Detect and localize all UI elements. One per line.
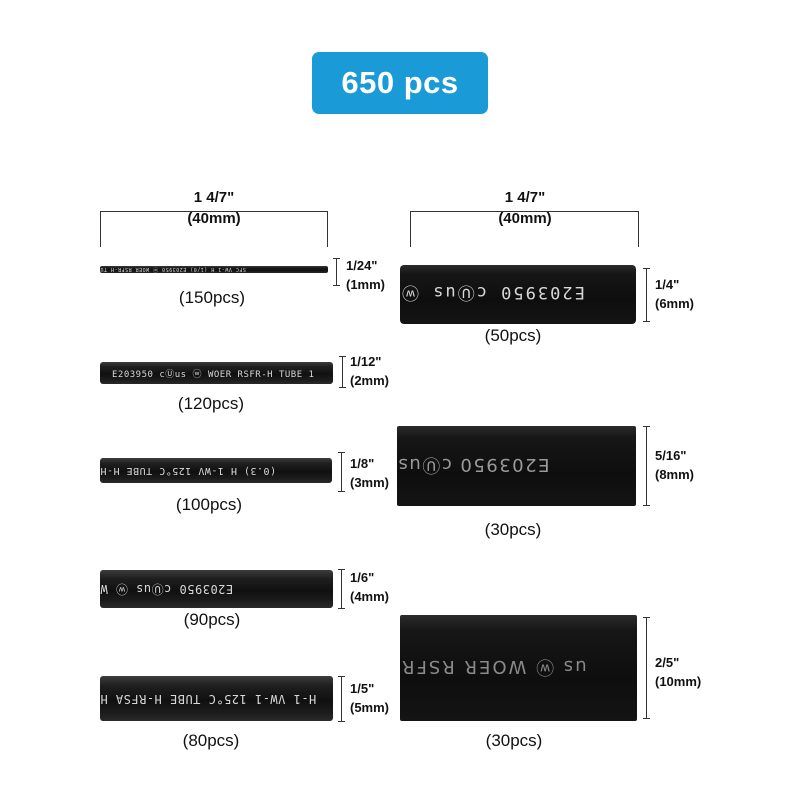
tube-1mm: SFC VW-1 H (1/0) E203950 ⓦ WOER RSFR-H T…	[100, 266, 328, 273]
tube-8mm: E203950 cⓊus	[397, 426, 636, 506]
right-length-bracket	[410, 211, 639, 247]
tube-1mm-size-mm: (1mm)	[346, 277, 386, 292]
tube-4mm-size-label: 1/6" (4mm)	[350, 568, 389, 606]
right-length-label: 1 4/7" (40mm)	[425, 187, 625, 229]
tube-10mm-count: (30pcs)	[485, 731, 543, 750]
tube-5mm-size-label: 1/5" (5mm)	[350, 679, 389, 717]
tube-3mm-size-brace	[338, 452, 345, 492]
left-length-mm: (40mm)	[187, 210, 241, 227]
left-length-in: 1 4/7"	[193, 189, 235, 206]
tube-3mm-count: (100pcs)	[175, 495, 243, 514]
tube-6mm-print: E203950 cⓊus ⓦ	[400, 282, 585, 302]
tube-2mm-count: (120pcs)	[177, 394, 245, 413]
tube-1mm-count: (150pcs)	[178, 288, 246, 307]
tube-6mm: E203950 cⓊus ⓦ	[400, 265, 636, 324]
tube-3mm-size-mm: (3mm)	[350, 475, 390, 490]
left-length-bracket	[100, 211, 328, 247]
tube-8mm-size-label: 5/16" (8mm)	[655, 446, 694, 484]
tube-8mm-count: (30pcs)	[484, 520, 542, 539]
tube-8mm-size-brace	[643, 426, 650, 506]
tube-4mm-print: E203950 cⓊus ⓦ W	[100, 581, 234, 596]
tube-3mm-print: (0.3) H 1-WV 125°C TUBE H-H	[100, 465, 277, 476]
tube-8mm-print: E203950 cⓊus	[397, 454, 550, 475]
tube-5mm-size-in: 1/5"	[350, 681, 375, 696]
tube-2mm: E203950 cⓊus ⓦ WOER RSFR-H TUBE 1	[100, 362, 333, 384]
tube-10mm-size-brace	[643, 617, 650, 719]
pcs-total-badge: 650 pcs	[312, 52, 488, 114]
tube-10mm-print: us ⓦ WOER RSFR	[400, 656, 587, 677]
tube-10mm: us ⓦ WOER RSFR	[400, 615, 637, 721]
tube-3mm: (0.3) H 1-WV 125°C TUBE H-H	[100, 458, 332, 483]
tube-10mm-size-label: 2/5" (10mm)	[655, 653, 701, 691]
tube-1mm-size-brace	[333, 258, 340, 286]
tube-4mm: E203950 cⓊus ⓦ W	[100, 570, 333, 608]
tube-6mm-size-mm: (6mm)	[655, 296, 695, 311]
tube-4mm-size-brace	[338, 569, 345, 609]
tube-5mm-count: (80pcs)	[182, 731, 240, 750]
tube-8mm-size-in: 5/16"	[655, 448, 687, 463]
tube-5mm-print: H-1 VW-1 125°C TUBE H-RFSA H	[100, 691, 317, 706]
tube-6mm-count: (50pcs)	[484, 326, 542, 345]
tube-5mm-size-brace	[338, 676, 345, 722]
tube-5mm: H-1 VW-1 125°C TUBE H-RFSA H	[100, 676, 333, 721]
tube-10mm-size-in: 2/5"	[655, 655, 680, 670]
right-length-mm: (40mm)	[498, 210, 552, 227]
left-length-label: 1 4/7" (40mm)	[114, 187, 314, 229]
tube-10mm-size-mm: (10mm)	[655, 674, 702, 689]
tube-4mm-count: (90pcs)	[183, 610, 241, 629]
tube-6mm-size-brace	[643, 268, 650, 322]
tube-6mm-size-in: 1/4"	[655, 277, 680, 292]
tube-2mm-print: E203950 cⓊus ⓦ WOER RSFR-H TUBE 1	[112, 369, 315, 380]
tube-6mm-size-label: 1/4" (6mm)	[655, 275, 694, 313]
tube-1mm-print: SFC VW-1 H (1/0) E203950 ⓦ WOER RSFR-H T…	[100, 266, 246, 272]
tube-2mm-size-in: 1/12"	[350, 354, 382, 369]
tube-4mm-size-in: 1/6"	[350, 570, 375, 585]
tube-1mm-size-label: 1/24" (1mm)	[346, 256, 385, 294]
tube-4mm-size-mm: (4mm)	[350, 589, 390, 604]
tube-2mm-size-brace	[339, 356, 346, 388]
tube-3mm-size-in: 1/8"	[350, 456, 375, 471]
tube-5mm-size-mm: (5mm)	[350, 700, 390, 715]
tube-2mm-size-label: 1/12" (2mm)	[350, 352, 389, 390]
tube-1mm-size-in: 1/24"	[346, 258, 378, 273]
tube-3mm-size-label: 1/8" (3mm)	[350, 454, 389, 492]
right-length-in: 1 4/7"	[504, 189, 546, 206]
tube-2mm-size-mm: (2mm)	[350, 373, 390, 388]
tube-8mm-size-mm: (8mm)	[655, 467, 695, 482]
